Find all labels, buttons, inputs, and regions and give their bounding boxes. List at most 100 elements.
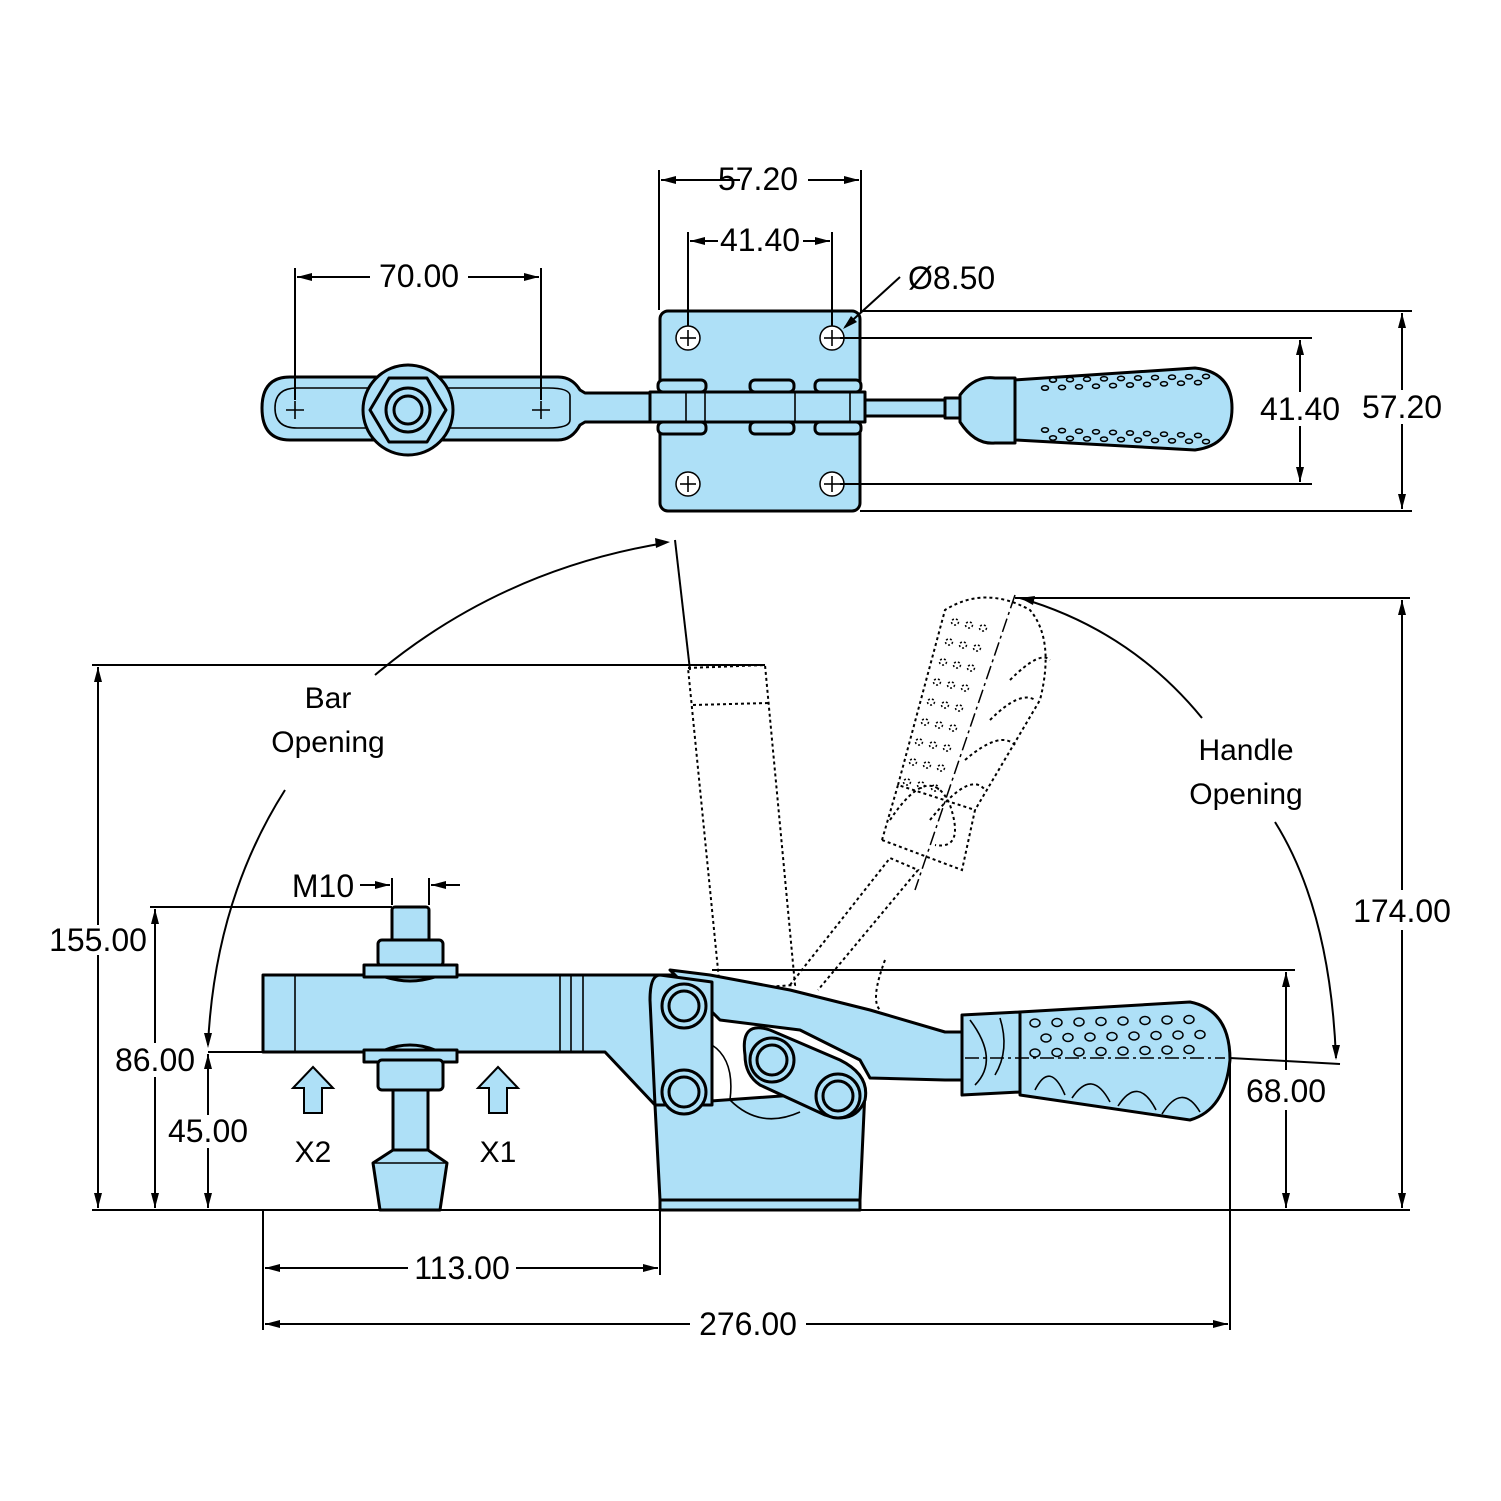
label-handle-opening-1: Handle <box>1198 734 1293 767</box>
dim-overall-length: 276.00 <box>699 1306 797 1342</box>
grip-dot <box>1142 430 1152 437</box>
plate-hole-bottom-left <box>675 471 701 497</box>
dim-bar-opening-height: 155.00 <box>49 922 147 958</box>
grip-dot <box>940 701 950 709</box>
grip-dot <box>1139 1015 1151 1026</box>
dim-thread: M10 <box>292 868 354 904</box>
slot-center-mark-right <box>532 401 550 419</box>
phantom-open-bar <box>686 663 797 992</box>
grip-dot <box>1125 382 1135 388</box>
top-linkage <box>648 378 867 436</box>
grip-dot <box>908 758 918 766</box>
grip-dot <box>1040 1033 1052 1043</box>
grip-dot <box>926 698 936 706</box>
grip-dot <box>1082 376 1092 383</box>
grip-dot <box>1150 437 1160 444</box>
grip-dot <box>1176 431 1186 438</box>
grip-dot <box>1201 373 1211 380</box>
grip-dot <box>950 618 960 626</box>
grip-dot <box>1183 1044 1195 1055</box>
grip-dot <box>1095 1016 1107 1027</box>
top-bar-slot <box>274 387 571 429</box>
label-handle-opening-2: Opening <box>1189 778 1302 811</box>
dim-bar-height: 45.00 <box>168 1113 248 1149</box>
grip-dot <box>972 644 982 652</box>
side-view: X2 X1 <box>261 594 1232 1212</box>
grip-dot <box>1051 1047 1063 1058</box>
grip-dot <box>1074 383 1084 390</box>
grip-dot <box>928 741 938 749</box>
top-view <box>260 309 1234 513</box>
label-bar-opening-2: Opening <box>271 726 384 759</box>
spindle-assembly <box>362 905 459 1212</box>
grip-dot <box>1040 385 1050 391</box>
pin-upper <box>660 982 708 1030</box>
grip-dot <box>1082 435 1092 442</box>
grip-dot <box>964 621 974 629</box>
label-bar-opening-1: Bar <box>305 682 352 715</box>
grip-dot <box>1133 375 1143 381</box>
dim-plate-width: 57.20 <box>718 161 798 197</box>
dim-slot-span: 70.00 <box>379 258 459 294</box>
grip-dot <box>932 678 942 686</box>
plate-hole-bottom-right <box>819 471 845 497</box>
grip-dot <box>1184 373 1194 380</box>
grip-dot <box>1048 377 1058 383</box>
side-view-dimensions: 155.00 86.00 45.00 M10 113.00 <box>49 538 1451 1342</box>
grip-dot <box>1091 428 1101 435</box>
grip-dot <box>914 738 924 746</box>
plate-hole-top-left <box>675 325 701 351</box>
grip-dot <box>946 681 956 689</box>
grip-dot <box>1117 1016 1129 1026</box>
grip-dot <box>978 624 988 632</box>
grip-dot <box>1161 1045 1173 1055</box>
grip-dot <box>936 764 946 772</box>
grip-dot <box>942 744 952 752</box>
grip-dot <box>1029 1018 1041 1028</box>
grip-dot <box>1167 374 1177 381</box>
dim-bar-reach: 113.00 <box>414 1250 510 1286</box>
handle-opening-arc-upper <box>1019 597 1203 719</box>
grip-dot <box>1133 437 1143 443</box>
side-grip-dots <box>1029 1014 1206 1058</box>
grip-dot <box>1116 436 1126 443</box>
grip-dot <box>1057 384 1067 391</box>
grip-dot <box>966 664 976 672</box>
grip-dot <box>1091 383 1101 390</box>
grip-dot <box>958 641 968 649</box>
handle-opening-arc-lower <box>1274 821 1337 1059</box>
grip-dot <box>1161 1015 1173 1025</box>
grip-dot <box>1057 427 1067 434</box>
grip-dot <box>1128 1031 1140 1041</box>
bar-opening-arc-lower <box>207 789 286 1046</box>
dim-hole-spacing-y: 41.40 <box>1260 391 1340 427</box>
grip-dot <box>1040 427 1050 433</box>
grip-dot <box>1167 437 1177 444</box>
phantom-open-handle <box>789 594 1051 1011</box>
grip-dot <box>1176 380 1186 387</box>
grip-dot <box>952 661 962 669</box>
grip-dot <box>948 724 958 732</box>
grip-dot <box>1065 376 1075 383</box>
grip-dot <box>1194 1029 1206 1040</box>
dim-plate-height: 57.20 <box>1362 389 1442 425</box>
pin-lower <box>660 1068 708 1116</box>
slot-center-mark-left <box>286 401 304 419</box>
pin-link-right <box>814 1072 862 1120</box>
grip-dot <box>1106 1031 1118 1042</box>
top-nut <box>361 363 455 457</box>
dim-spindle-height: 86.00 <box>115 1042 195 1078</box>
grip-dot <box>938 658 948 666</box>
grip-dot <box>944 638 954 646</box>
grip-dot <box>1117 1046 1129 1056</box>
pin-link-left <box>748 1036 796 1084</box>
x1-force-arrow <box>475 1065 521 1114</box>
top-handle-grip <box>943 366 1234 452</box>
grip-dot <box>1116 375 1126 382</box>
grip-dot <box>1142 381 1152 388</box>
x2-force-arrow <box>290 1065 336 1114</box>
grip-dot <box>954 704 964 712</box>
grip-dot <box>1073 1047 1085 1057</box>
dim-handle-height: 68.00 <box>1246 1073 1326 1109</box>
